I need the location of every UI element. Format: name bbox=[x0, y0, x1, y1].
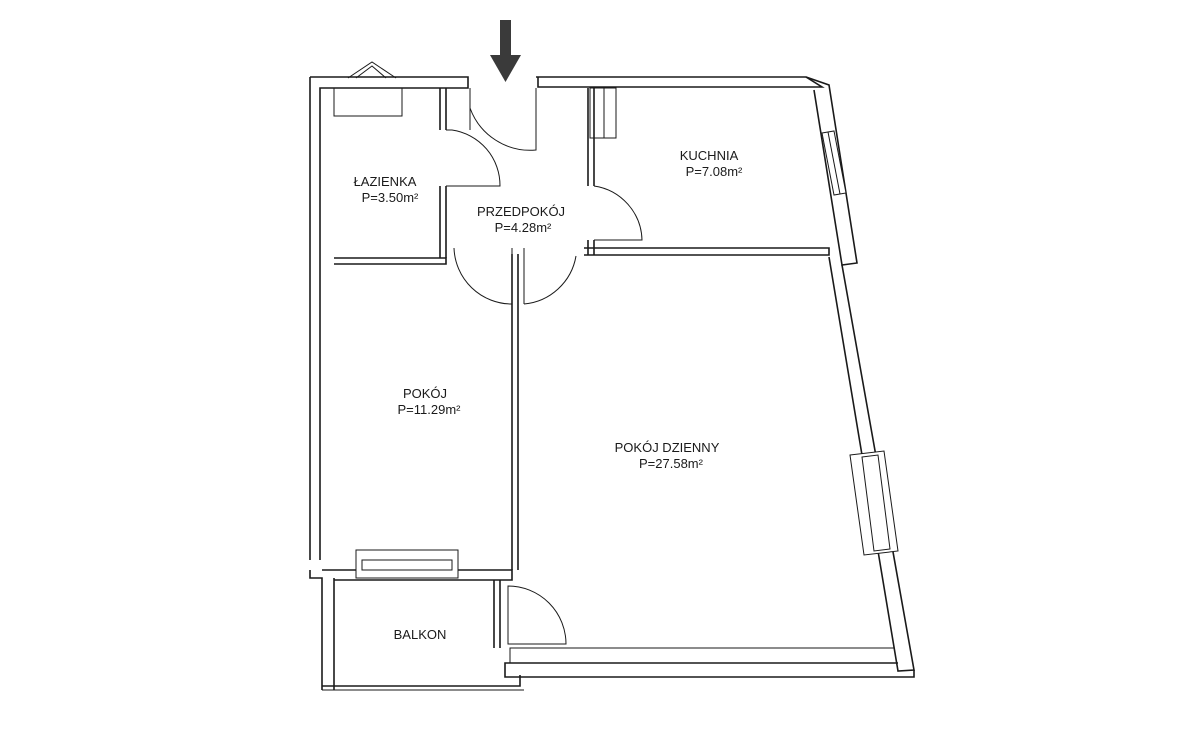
room-area: P=7.08m² bbox=[686, 164, 743, 179]
room-label-room: POKÓJ P=11.29m² bbox=[398, 386, 462, 417]
room-area: P=4.28m² bbox=[495, 220, 552, 235]
room-label-balcony: BALKON bbox=[394, 627, 447, 642]
room-name: PRZEDPOKÓJ bbox=[477, 204, 565, 219]
windows bbox=[355, 130, 899, 579]
room-area: P=3.50m² bbox=[362, 190, 419, 205]
room-area: P=11.29m² bbox=[398, 402, 462, 417]
room-area: P=27.58m² bbox=[639, 456, 704, 471]
room-name: ŁAZIENKA bbox=[354, 174, 417, 189]
doors bbox=[446, 88, 643, 645]
room-name: POKÓJ bbox=[403, 386, 447, 401]
entrance-arrow-icon bbox=[490, 20, 521, 82]
room-name: POKÓJ DZIENNY bbox=[615, 440, 720, 455]
room-name: KUCHNIA bbox=[680, 148, 739, 163]
room-label-hallway: PRZEDPOKÓJ P=4.28m² bbox=[477, 204, 565, 235]
outer-walls bbox=[309, 76, 915, 690]
interior-walls bbox=[322, 61, 830, 691]
room-name: BALKON bbox=[394, 627, 447, 642]
room-label-living-room: POKÓJ DZIENNY P=27.58m² bbox=[615, 440, 720, 471]
room-label-bathroom: ŁAZIENKA P=3.50m² bbox=[354, 174, 419, 205]
room-label-kitchen: KUCHNIA P=7.08m² bbox=[680, 148, 743, 179]
